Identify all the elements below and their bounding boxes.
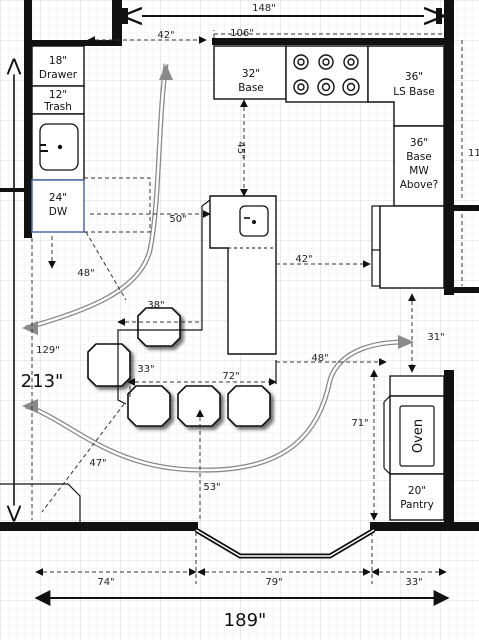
oven-pantry-run: Oven 20" Pantry: [383, 375, 445, 521]
dim-31: 31": [427, 332, 444, 343]
dim-72: 72": [222, 371, 239, 382]
ls-base-label: LS Base: [393, 86, 434, 98]
base36-mw: MW: [409, 165, 429, 177]
dim-48-right: 48": [311, 353, 328, 364]
stool-top: [137, 307, 181, 347]
pantry-label: Pantry: [400, 499, 434, 511]
stool-bottom-1: [127, 385, 171, 427]
drawer-cabinet-size: 18": [49, 55, 67, 67]
dim-79: 79": [265, 577, 282, 588]
dimension-lines: [14, 8, 450, 606]
base32-label: Base: [238, 82, 264, 94]
dishwasher: [31, 179, 85, 233]
dim-50: 50": [169, 214, 186, 225]
dim-42-right: 42": [295, 254, 312, 265]
dim-33-bottom: 33": [405, 577, 422, 588]
dim-38: 38": [147, 300, 164, 311]
base32-cabinet: [213, 45, 287, 100]
drawer-cabinet-label: Drawer: [39, 69, 78, 81]
dim-106: 106": [230, 28, 254, 39]
drawer-cabinet: [31, 45, 85, 87]
bay-window: [194, 527, 376, 559]
refrigerator: [371, 205, 445, 289]
dim-148: 148": [252, 3, 276, 14]
pantry-size: 20": [408, 485, 426, 497]
oven-label: Oven: [411, 419, 426, 453]
dimension-labels: 148" 106" 42" 45" 50" 48" 42" 38" 33" 72…: [21, 3, 479, 631]
dim-33: 33": [137, 364, 154, 375]
stool-bottom-3: [227, 385, 271, 427]
walls: [0, 0, 479, 531]
ls-base-size: 36": [405, 71, 423, 83]
dim-71: 71": [351, 418, 368, 429]
dim-189: 189": [224, 610, 267, 631]
island-overhang: [117, 199, 211, 405]
trash-cabinet-label: Trash: [43, 101, 72, 113]
top-cabinet-run: 32" Base 36" LS Base 36" Base MW Above?: [213, 45, 445, 289]
dim-11: 11: [468, 148, 479, 159]
base36-size: 36": [410, 137, 428, 149]
traffic-arrows: [22, 63, 414, 473]
stools: [87, 307, 271, 427]
dim-45: 45": [235, 141, 246, 158]
stool-bottom-2: [177, 385, 221, 427]
base32-size: 32": [242, 68, 260, 80]
dim-48-left: 48": [77, 268, 94, 279]
dim-47: 47": [89, 458, 106, 469]
pantry: [389, 473, 445, 521]
dim-53: 53": [203, 482, 220, 493]
dim-74: 74": [97, 577, 114, 588]
base36-above: Above?: [400, 179, 439, 191]
dim-42-top: 42": [157, 30, 174, 41]
left-cabinet-run: 18" Drawer 12" Trash 24" DW: [31, 45, 85, 233]
dishwasher-label: DW: [49, 206, 68, 218]
cooktop-burners: [293, 54, 360, 96]
base36-label: Base: [406, 151, 432, 163]
trash-cabinet-size: 12": [49, 89, 67, 101]
island: [209, 195, 277, 355]
dim-129: 129": [36, 345, 60, 356]
dim-213: 213": [21, 371, 64, 392]
stool-left: [87, 343, 131, 387]
base36-cabinet: [393, 125, 445, 207]
dishwasher-size: 24": [49, 192, 67, 204]
